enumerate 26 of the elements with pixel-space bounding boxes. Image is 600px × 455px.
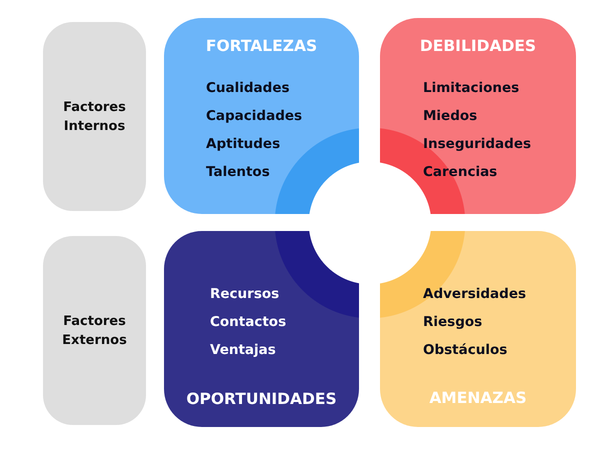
category-label: Factores Internos xyxy=(62,98,127,136)
list-item: Ventajas xyxy=(210,341,276,359)
category-card xyxy=(43,236,146,425)
list-item: Carencias xyxy=(423,163,498,181)
quadrant-card xyxy=(380,231,576,427)
quadrant-title: DEBILIDADES xyxy=(418,37,538,55)
list-item: Adversidades xyxy=(423,285,526,303)
quadrant-card xyxy=(164,231,359,427)
category-label: Factores Externos xyxy=(61,312,128,350)
list-item: Riesgos xyxy=(423,313,482,331)
list-item: Aptitudes xyxy=(206,135,280,153)
list-item: Obstáculos xyxy=(423,341,508,359)
list-item: Talentos xyxy=(206,163,270,181)
list-item: Recursos xyxy=(210,285,280,303)
quadrant-title: AMENAZAS xyxy=(428,389,528,407)
list-item: Capacidades xyxy=(206,107,302,125)
list-item: Limitaciones xyxy=(423,79,520,97)
list-item: Contactos xyxy=(210,313,286,331)
quadrant-card xyxy=(164,18,359,214)
quadrant-card xyxy=(380,18,576,214)
list-item: Miedos xyxy=(423,107,478,125)
category-card xyxy=(43,22,146,211)
quadrant-title: FORTALEZAS xyxy=(204,37,318,55)
list-item: Cualidades xyxy=(206,79,290,97)
list-item: Inseguridades xyxy=(423,135,532,153)
quadrant-title: OPORTUNIDADES xyxy=(185,390,338,408)
